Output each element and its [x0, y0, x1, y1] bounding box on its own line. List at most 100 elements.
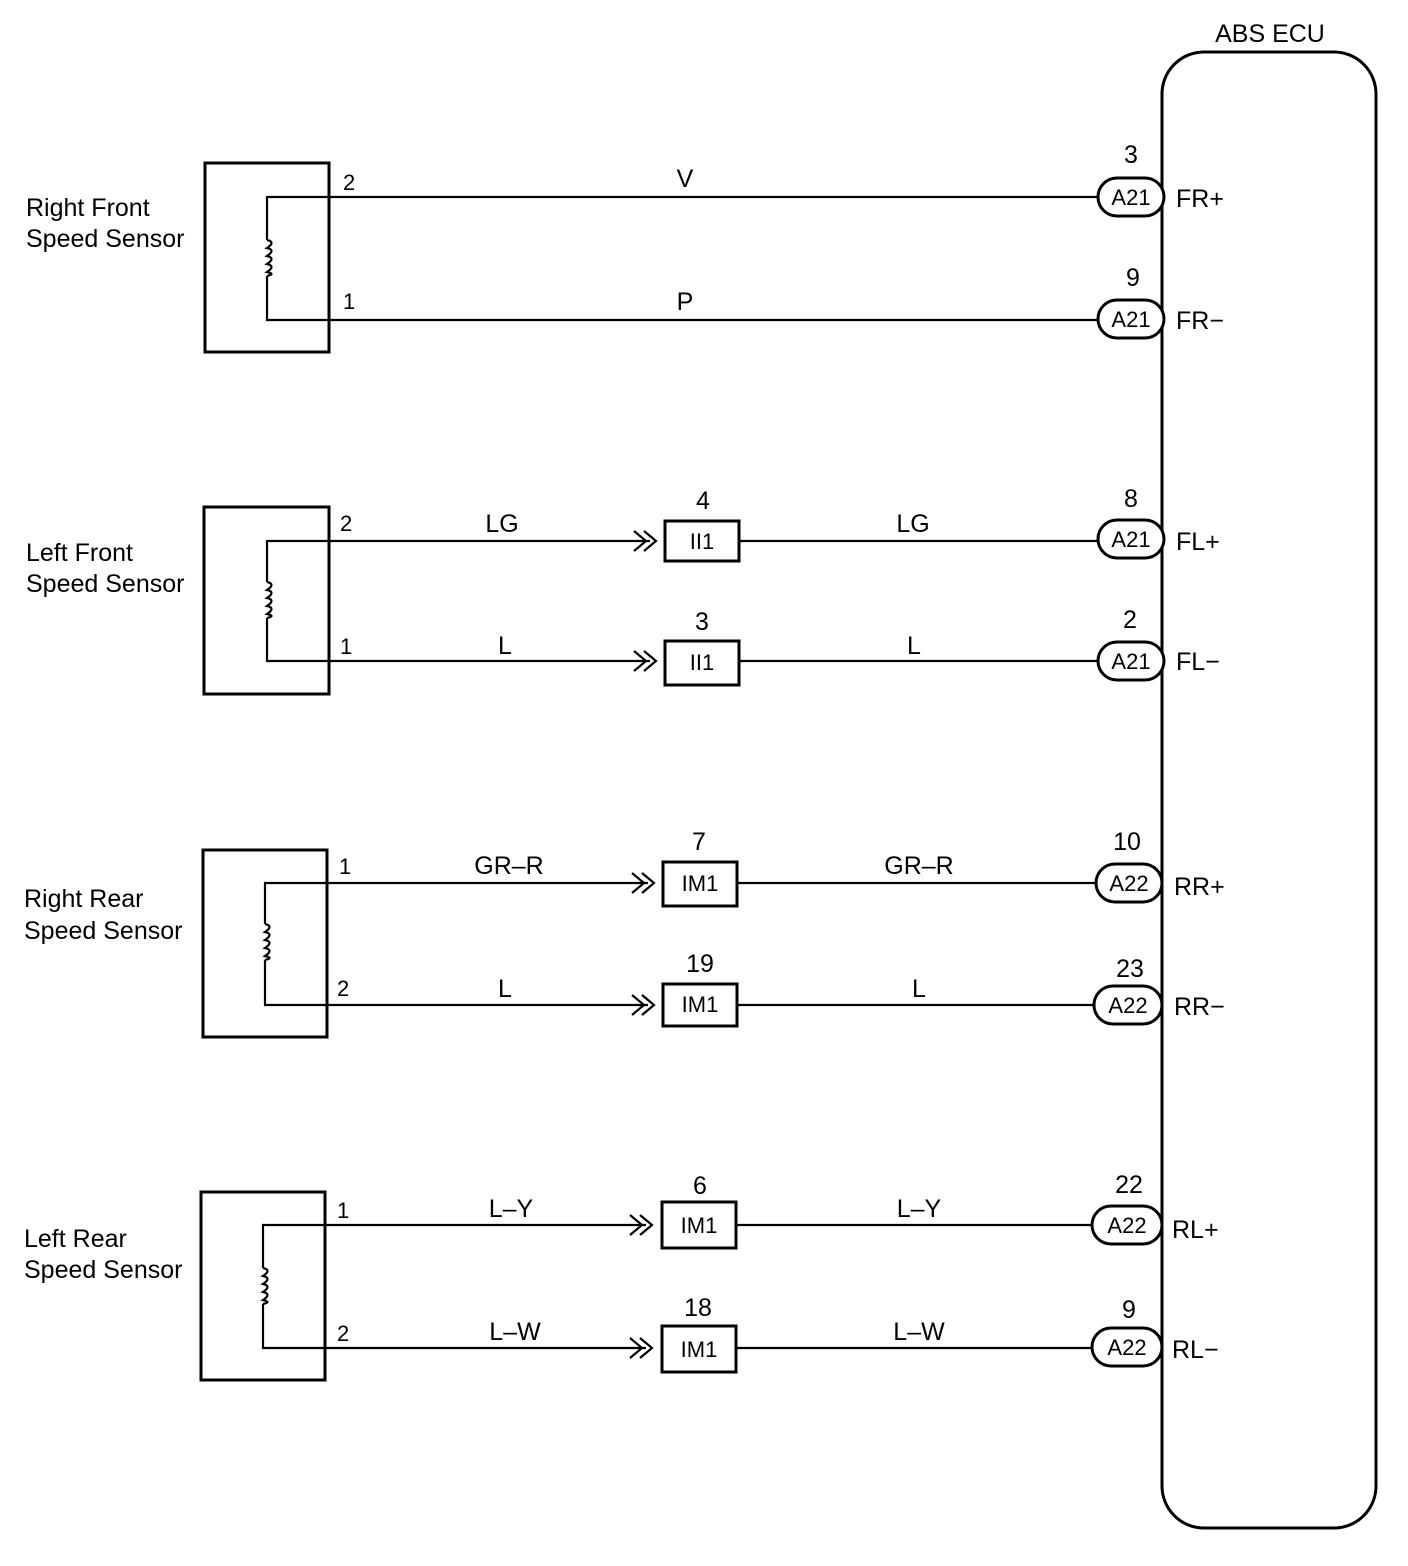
- ecu-connector-id: A22: [1109, 871, 1148, 896]
- wire-color-out: L–W: [893, 1318, 945, 1346]
- sensor-name-line2: Speed Sensor: [24, 917, 182, 945]
- wire-color: P: [677, 288, 694, 316]
- sensor-box: [202, 505, 331, 696]
- wire-fr-minus: 1 P 9 A21 FR−: [331, 264, 1224, 340]
- sensor-lead: [261, 1223, 327, 1350]
- wire-rr-minus: 2 L 19 IM1 L 23 A22 RR−: [329, 950, 1225, 1028]
- sensor-name-line1: Left Front: [26, 539, 133, 567]
- ecu-signal: RL−: [1172, 1336, 1219, 1364]
- ecu-connector: [1094, 862, 1164, 904]
- inline-connector-id: IM1: [682, 992, 719, 1017]
- connector-arrow-icon: [629, 1214, 654, 1236]
- sensor-lead: [265, 195, 331, 322]
- ecu-connector-id: A21: [1111, 307, 1150, 332]
- sensor-left-front: Left Front Speed Sensor: [26, 505, 331, 696]
- coil-icon: [264, 580, 273, 620]
- inline-connector-id: II1: [690, 529, 714, 554]
- wire-color: L–Y: [489, 1195, 534, 1223]
- ecu-signal: RR−: [1174, 993, 1225, 1021]
- ecu-pin: 9: [1126, 264, 1140, 292]
- wire-rl-plus: 1 L–Y 6 IM1 L–Y 22 A22 RL+: [327, 1171, 1219, 1250]
- wire-color: L: [498, 632, 512, 660]
- ecu-connector: [1096, 298, 1166, 340]
- sensor-lead: [265, 539, 331, 663]
- sensor-pin: 1: [340, 634, 352, 659]
- sensor-box: [201, 848, 329, 1039]
- sensor-pin: 1: [337, 1198, 349, 1223]
- ecu-pin: 3: [1124, 141, 1138, 169]
- inline-connector: [663, 519, 741, 563]
- connector-arrow-icon: [631, 872, 656, 894]
- ecu-signal: RL+: [1172, 1216, 1219, 1244]
- ecu-signal: FR+: [1176, 185, 1224, 213]
- wire-fl-minus: 1 L 3 II1 L 2 A21 FL−: [331, 606, 1220, 687]
- ecu-connector: [1096, 518, 1166, 560]
- wire-rr-plus: 1 GR–R 7 IM1 GR–R 10 A22 RR+: [329, 828, 1225, 908]
- ecu-title: ABS ECU: [1215, 20, 1325, 48]
- ecu-connector: [1092, 984, 1164, 1026]
- ecu-signal: FR−: [1176, 307, 1224, 335]
- sensor-name-line1: Right Front: [26, 194, 150, 222]
- inline-connector-pin: 3: [695, 608, 709, 636]
- abs-ecu: ABS ECU: [1160, 20, 1378, 1530]
- inline-connector-pin: 18: [684, 1294, 712, 1322]
- wire-color: V: [677, 165, 694, 193]
- coil-icon: [264, 238, 273, 278]
- coil-icon: [260, 1266, 269, 1306]
- sensor-name-line1: Right Rear: [24, 885, 144, 913]
- sensor-pin: 2: [340, 511, 352, 536]
- wire-color: LG: [485, 510, 518, 538]
- inline-connector: [660, 1324, 738, 1374]
- wire-color: L: [498, 975, 512, 1003]
- sensor-pin: 2: [343, 170, 355, 195]
- ecu-connector: [1096, 176, 1166, 218]
- wire-color-out: GR–R: [884, 852, 953, 880]
- ecu-connector-id: A22: [1108, 993, 1147, 1018]
- ecu-connector: [1096, 640, 1166, 682]
- ecu-connector: [1090, 1326, 1164, 1368]
- ecu-connector: [1090, 1204, 1164, 1246]
- sensor-pin: 1: [343, 289, 355, 314]
- ecu-connector-id: A21: [1111, 185, 1150, 210]
- inline-connector: [663, 639, 741, 687]
- ecu-pin: 9: [1122, 1296, 1136, 1324]
- ecu-connector-id: A22: [1107, 1335, 1146, 1360]
- ecu-signal: FL+: [1176, 528, 1220, 556]
- ecu-body: [1160, 50, 1378, 1530]
- wire-color-out: L–Y: [897, 1195, 942, 1223]
- ecu-pin: 22: [1115, 1171, 1143, 1199]
- sensor-name-line2: Speed Sensor: [26, 570, 184, 598]
- wire-color-out: LG: [896, 510, 929, 538]
- sensor-name-line2: Speed Sensor: [24, 1256, 182, 1284]
- connector-arrow-icon: [633, 650, 658, 672]
- ecu-pin: 2: [1123, 606, 1137, 634]
- wire-fl-plus: 2 LG 4 II1 LG 8 A21 FL+: [331, 485, 1220, 563]
- inline-connector-id: II1: [690, 650, 714, 675]
- inline-connector-pin: 19: [686, 950, 714, 978]
- wire-color: L–W: [489, 1318, 541, 1346]
- inline-connector-pin: 6: [693, 1172, 707, 1200]
- sensor-box: [203, 161, 331, 354]
- ecu-signal: FL−: [1176, 648, 1220, 676]
- connector-arrow-icon: [633, 530, 658, 552]
- wire-color-out: L: [912, 975, 926, 1003]
- coil-icon: [262, 922, 271, 962]
- sensor-pin: 1: [339, 854, 351, 879]
- inline-connector-pin: 7: [692, 828, 706, 856]
- inline-connector-id: IM1: [682, 871, 719, 896]
- wire-fr-plus: 2 V 3 A21 FR+: [331, 141, 1224, 218]
- connector-arrow-icon: [629, 1337, 654, 1359]
- wire-color: GR–R: [474, 852, 543, 880]
- inline-connector: [661, 860, 739, 908]
- wire-color-out: L: [907, 632, 921, 660]
- sensor-left-rear: Left Rear Speed Sensor: [24, 1190, 327, 1382]
- inline-connector-id: IM1: [681, 1337, 718, 1362]
- inline-connector-id: IM1: [681, 1213, 718, 1238]
- wire-rl-minus: 2 L–W 18 IM1 L–W 9 A22 RL−: [327, 1294, 1219, 1374]
- sensor-right-rear: Right Rear Speed Sensor: [24, 848, 329, 1039]
- ecu-pin: 10: [1113, 828, 1141, 856]
- ecu-connector-id: A22: [1107, 1213, 1146, 1238]
- ecu-connector-id: A21: [1111, 649, 1150, 674]
- sensor-right-front: Right Front Speed Sensor: [26, 161, 331, 354]
